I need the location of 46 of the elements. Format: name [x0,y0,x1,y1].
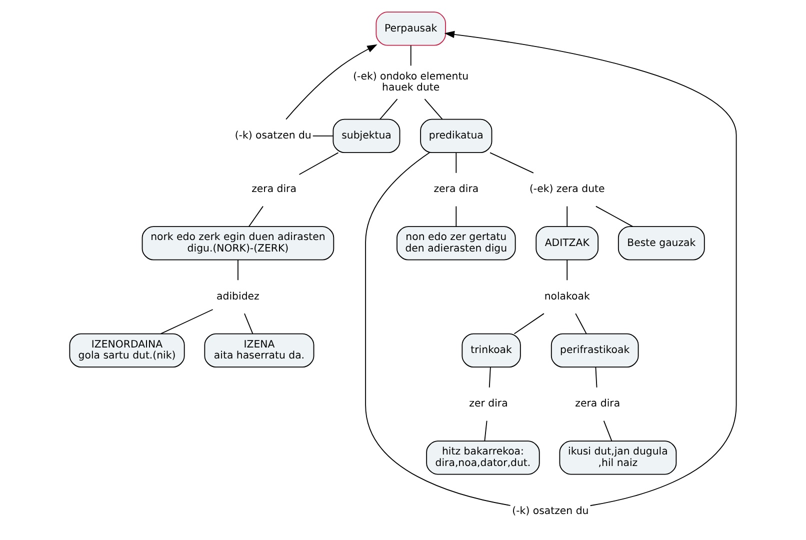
node-text: (-k) osatzen du [234,130,312,142]
node-box: predikatua [420,118,492,154]
connector [456,152,457,174]
node-text: (-ek) ondoko elementu hauek dute [353,71,469,94]
node-text: zera dira [434,184,479,196]
connector [365,152,511,506]
node-text: nolakoak [544,291,590,302]
node-box: perifrastikoak [550,333,639,368]
connector [298,152,339,175]
node-box: subjektua [332,118,400,154]
arrow [286,44,378,120]
connector [514,313,544,334]
connector [244,313,254,334]
connector [575,313,587,334]
node-text: adibidez [216,291,260,302]
connector [379,98,398,120]
node-text: (-ek) zera dute [529,184,605,196]
connector [603,420,612,442]
connector [488,366,491,388]
node-box: hitz bakarrekoa: dira,noa,dator,dut. [426,440,540,475]
node-text: (-k) osatzen du [512,506,589,517]
connector [490,152,534,174]
connector [410,44,412,66]
node-box: IZENA aita haserratu da. [204,333,314,368]
node-box: ADITZAK [536,226,599,260]
node-box: ikusi dut,jan dugula ,hil naiz [559,440,677,475]
node-box: IZENORDAINA gola sartu dut.(nik) [69,333,185,368]
node-text: zer dira [469,398,508,410]
connector [248,206,264,227]
node-text: zera dira [575,398,620,410]
connector [595,206,634,227]
node-box: Beste gauzak [618,226,705,260]
node-box: nork edo zerk egin duen adirasten digu.(NORK)-(ZERK) [142,226,334,260]
connector [312,135,334,136]
connector [595,366,598,388]
connector [484,420,488,442]
connector [456,206,457,227]
node-box: Perpausak [376,12,446,46]
connector [566,259,568,281]
arrow [444,30,737,506]
node-text: zera dira [252,184,296,196]
node-box: non edo zer gertatu den adierasten digu [396,226,516,260]
connector [160,309,214,334]
connector [424,98,443,120]
node-box: trinkoak [462,333,521,368]
connector [566,206,568,227]
